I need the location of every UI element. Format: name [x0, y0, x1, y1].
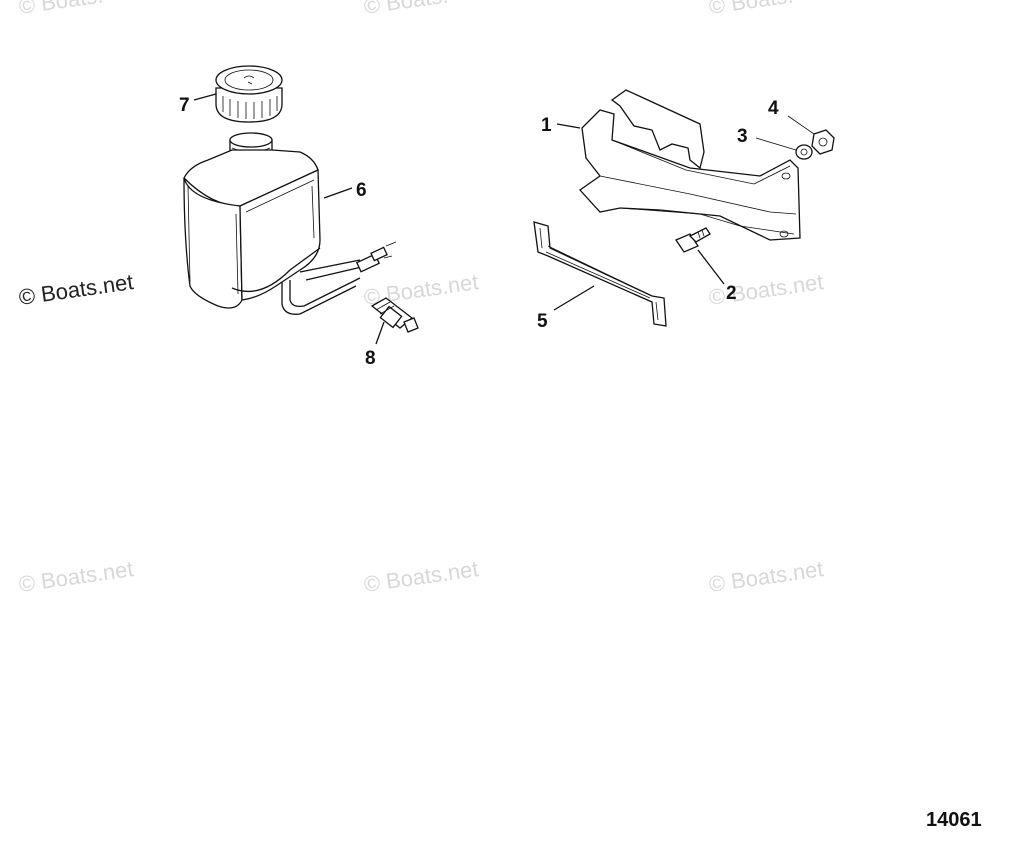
callout-2: 2 [726, 283, 737, 304]
leader-3 [755, 137, 797, 151]
diagram-number: 14061 [926, 809, 982, 831]
callout-5: 5 [537, 311, 548, 332]
watermark-top-right: © Boats. [707, 0, 794, 19]
part-7-cap [215, 65, 283, 123]
watermark-low-center: © Boats.net [362, 556, 480, 597]
watermarks: © Boats. © Boats. © Boats. © Boats.net ©… [17, 0, 825, 597]
leader-4 [787, 115, 815, 135]
watermark-mid-right: © Boats.net [707, 269, 825, 310]
part-6-reservoir [183, 132, 397, 315]
callout-4: 4 [768, 98, 779, 119]
callout-8: 8 [365, 348, 376, 369]
leader-5 [553, 285, 595, 311]
part-3-washer [795, 144, 813, 160]
watermark-low-right: © Boats.net [707, 556, 825, 597]
leader-2 [697, 249, 725, 285]
part-8-fitting [370, 297, 419, 333]
leader-lines [193, 93, 815, 345]
watermark-top-center: © Boats. [362, 0, 449, 19]
leader-6 [323, 187, 353, 199]
callout-1: 1 [541, 115, 552, 136]
watermark-low-left: © Boats.net [17, 556, 135, 597]
callouts: 1 2 3 4 5 6 7 8 [179, 95, 779, 369]
part-2-bolt [675, 227, 711, 253]
callout-6: 6 [356, 180, 367, 201]
leader-8 [375, 321, 385, 345]
part-1-bracket [579, 89, 801, 241]
callout-3: 3 [737, 126, 748, 147]
part-4-nut [811, 129, 835, 155]
leader-1 [556, 123, 581, 129]
watermark-left-dark: © Boats.net [17, 269, 135, 310]
watermark-top-left: © Boats. [17, 0, 104, 19]
callout-7: 7 [179, 95, 190, 116]
leader-7 [193, 93, 217, 101]
part-5-strap [533, 221, 667, 327]
